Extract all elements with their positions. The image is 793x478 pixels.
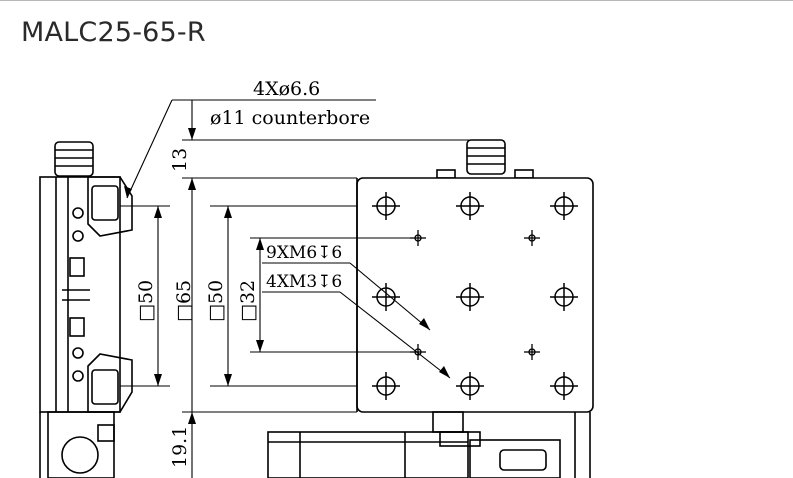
- hole-callout-count: 4Xø6.6: [253, 78, 320, 100]
- dim-square-50-left: □50: [135, 280, 157, 322]
- dimension-arrows: [124, 128, 450, 424]
- side-view: [39, 141, 133, 478]
- dim-square-50-mid: □50: [205, 280, 227, 322]
- dim-square-32: □32: [237, 280, 259, 322]
- dim-square-65: □65: [173, 280, 195, 322]
- main-view: [267, 139, 594, 478]
- page-title: MALC25-65-R: [21, 17, 206, 48]
- tap-callout-m6: 9XM6↧6: [266, 243, 342, 263]
- dim-top-height: 13: [169, 148, 191, 172]
- top-divider: [0, 0, 793, 1]
- dim-bottom-height: 19.1: [169, 426, 191, 468]
- hole-callout-counterbore: ø11 counterbore: [210, 107, 370, 129]
- counterbore-holes: [372, 192, 578, 400]
- dimension-lines: [120, 99, 470, 478]
- tap-callout-m3: 4XM3↧6: [266, 272, 342, 292]
- m3-holes: [410, 230, 540, 360]
